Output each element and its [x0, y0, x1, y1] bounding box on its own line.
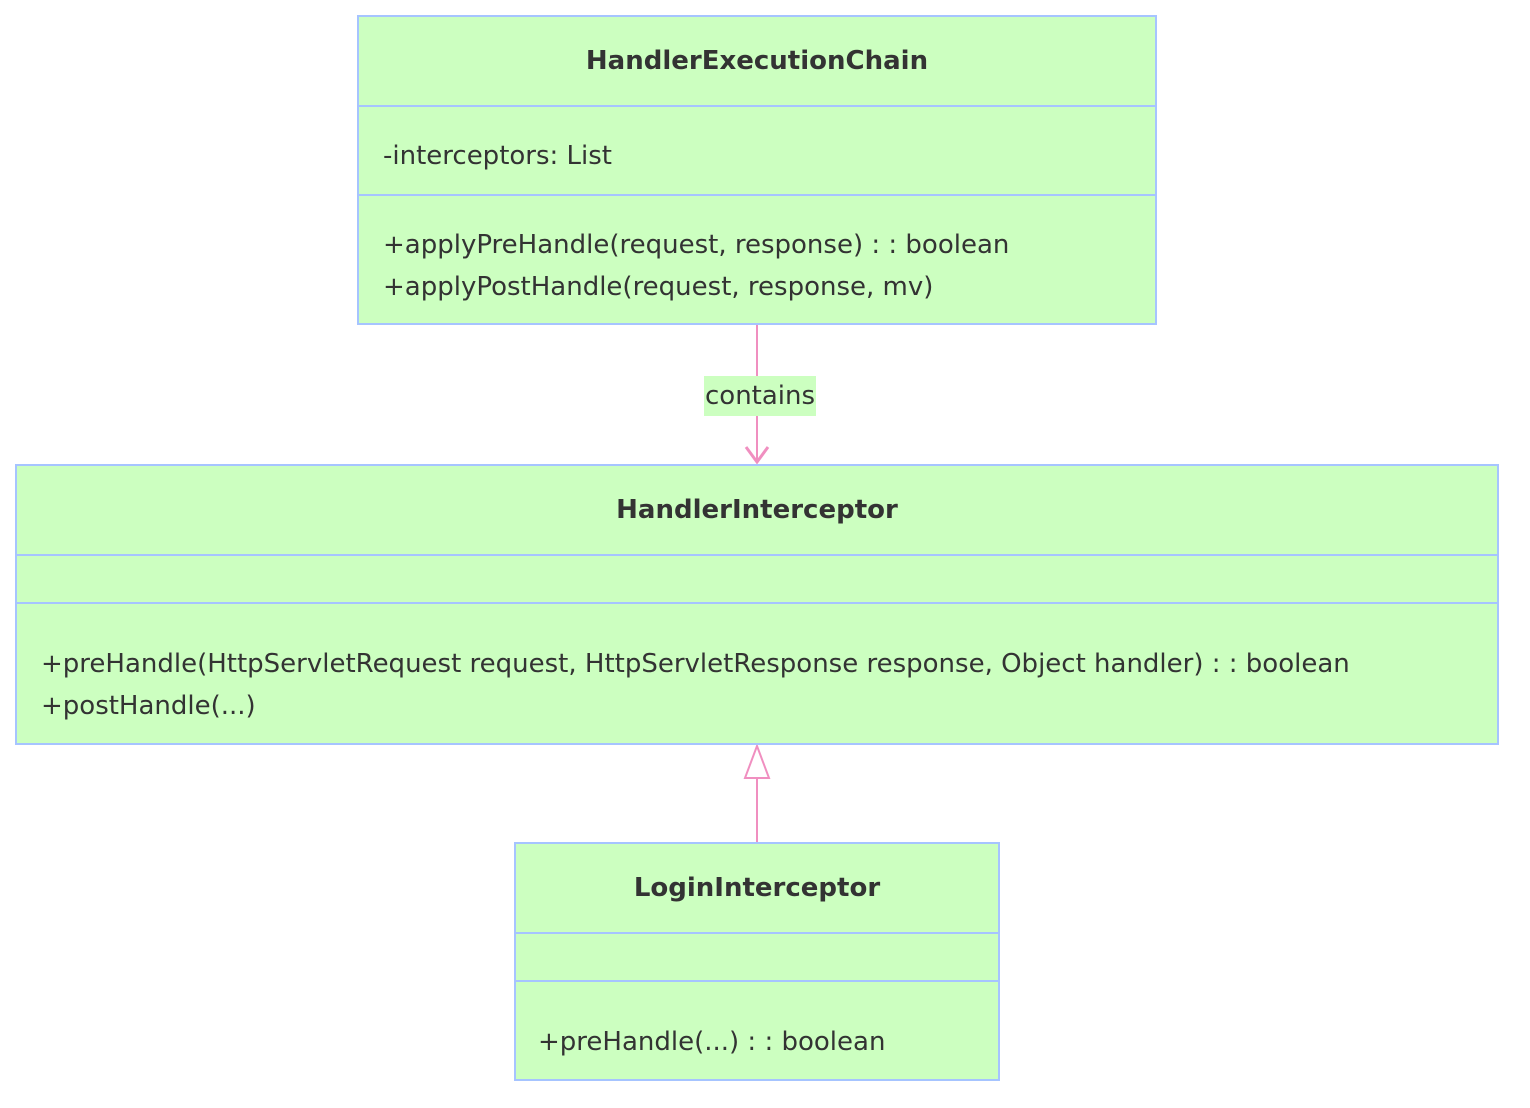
method: +applyPreHandle(request, response) : : b… — [383, 230, 1010, 260]
class-name: HandlerExecutionChain — [585, 46, 929, 76]
class-handler-interceptor[interactable]: HandlerInterceptor +preHandle(HttpServle… — [15, 464, 1499, 745]
method: +applyPostHandle(request, response, mv) — [383, 272, 934, 302]
edge-label-contains: contains — [704, 376, 817, 416]
class-name: LoginInterceptor — [633, 873, 881, 903]
class-name: HandlerInterceptor — [616, 495, 898, 525]
realization-edge — [743, 743, 771, 842]
attribute: -interceptors: List — [383, 141, 612, 171]
method: +preHandle(...) : : boolean — [538, 1027, 886, 1057]
divider — [17, 602, 1497, 604]
class-handler-execution-chain[interactable]: HandlerExecutionChain -interceptors: Lis… — [357, 15, 1157, 325]
divider — [516, 980, 998, 982]
divider — [359, 105, 1155, 107]
divider — [17, 554, 1497, 556]
method: +postHandle(...) — [41, 691, 256, 721]
method: +preHandle(HttpServletRequest request, H… — [41, 649, 1350, 679]
class-login-interceptor[interactable]: LoginInterceptor +preHandle(...) : : boo… — [514, 842, 1000, 1081]
divider — [516, 932, 998, 934]
open-arrowhead — [744, 446, 770, 465]
divider — [359, 194, 1155, 196]
hollow-triangle-arrowhead — [743, 743, 771, 779]
